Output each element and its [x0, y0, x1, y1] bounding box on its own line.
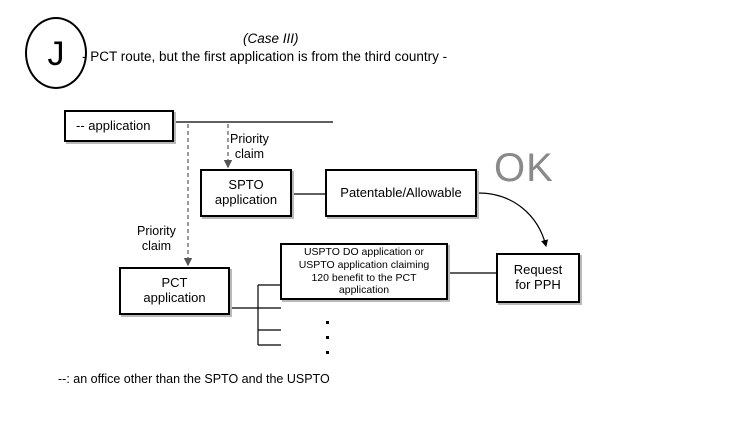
ellipsis-dot — [326, 336, 329, 339]
box-request-for-pph-line2: for PPH — [515, 277, 561, 292]
patentable-to-request-arrow — [477, 192, 549, 248]
ok-status-label: OK — [494, 146, 554, 190]
box-uspto-do-line4: application — [338, 284, 390, 297]
box-uspto-do-application[interactable]: USPTO DO application or USPTO applicatio… — [280, 243, 448, 300]
box-pct-application-line1: PCT — [161, 275, 188, 291]
label-priority-claim-spto: Priority claim — [230, 132, 269, 162]
box-request-for-pph[interactable]: Request for PPH — [496, 253, 580, 303]
box-foreign-application[interactable]: -- application — [64, 110, 174, 142]
legend-footnote: --: an office other than the SPTO and th… — [58, 372, 330, 386]
case-subtitle: - PCT route, but the first application i… — [82, 49, 448, 64]
ellipsis-dot — [326, 351, 329, 354]
box-patentable-allowable-label: Patentable/Allowable — [340, 184, 462, 200]
box-pct-application-line2: application — [143, 290, 206, 305]
case-badge-letter: J — [47, 35, 65, 73]
label-priority-claim-spto-line1: Priority — [230, 132, 269, 146]
box-spto-application-line2: application — [214, 192, 278, 207]
case-badge: J — [25, 17, 87, 89]
box-spto-application-line1: SPTO — [228, 177, 264, 193]
box-uspto-do-line3: 120 benefit to the PCT — [311, 271, 417, 284]
label-priority-claim-pct-line1: Priority — [137, 224, 176, 238]
label-priority-claim-pct-line2: claim — [141, 239, 172, 253]
box-uspto-do-line1: USPTO DO application or — [303, 245, 424, 258]
box-foreign-application-label: -- application — [76, 117, 151, 133]
box-request-for-pph-line1: Request — [513, 262, 563, 278]
box-pct-application[interactable]: PCT application — [119, 267, 230, 315]
box-spto-application[interactable]: SPTO application — [200, 169, 292, 217]
label-priority-claim-pct: Priority claim — [137, 224, 176, 254]
box-patentable-allowable[interactable]: Patentable/Allowable — [325, 169, 477, 217]
ellipsis-dot — [326, 321, 329, 324]
label-priority-claim-spto-line2: claim — [234, 147, 265, 161]
case-title: (Case III) — [243, 31, 299, 46]
box-uspto-do-line2: USPTO application claiming — [298, 258, 430, 271]
